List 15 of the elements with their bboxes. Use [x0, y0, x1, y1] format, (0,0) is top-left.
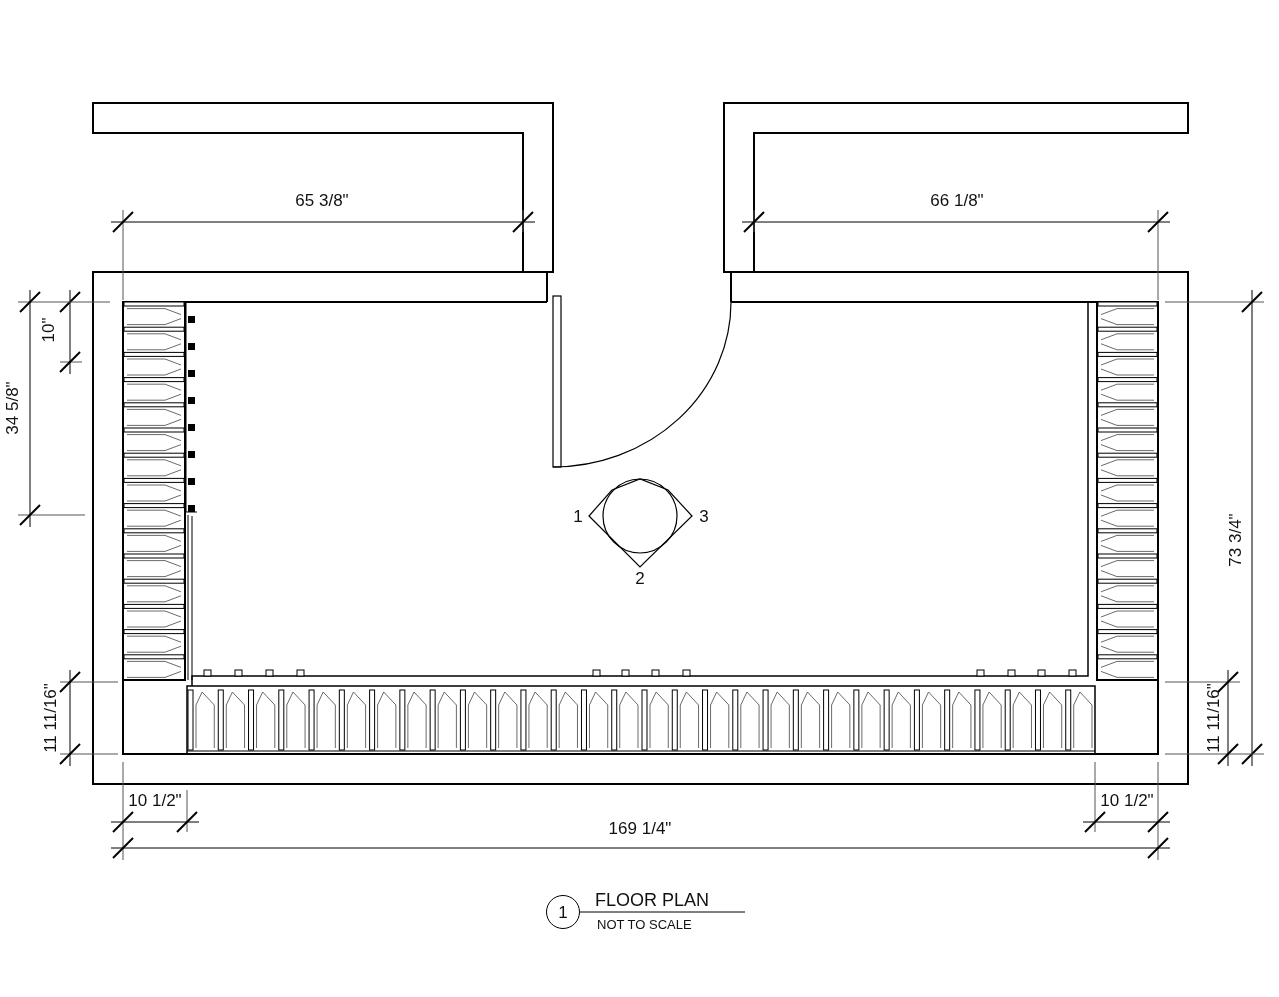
view-number: 3	[699, 507, 709, 525]
dimension-label: 169 1/4"	[608, 819, 672, 837]
dimension-label: 73 3/4"	[1226, 513, 1244, 567]
view-number: 2	[635, 569, 645, 587]
dimension-label: 11 11/16"	[1204, 683, 1222, 753]
dimension-label: 10 1/2"	[1100, 791, 1154, 809]
dimension-label: 10 1/2"	[128, 791, 182, 809]
dimension-label: 11 11/16"	[41, 683, 59, 753]
scale-note: NOT TO SCALE	[597, 917, 692, 931]
dimension-label: 10"	[39, 317, 57, 343]
dimension-label: 65 3/8"	[295, 191, 349, 209]
drawing-title: FLOOR PLAN	[595, 891, 710, 909]
dimension-label: 34 5/8"	[3, 381, 21, 435]
dimension-label: 66 1/8"	[930, 191, 984, 209]
view-number: 1	[573, 507, 583, 525]
